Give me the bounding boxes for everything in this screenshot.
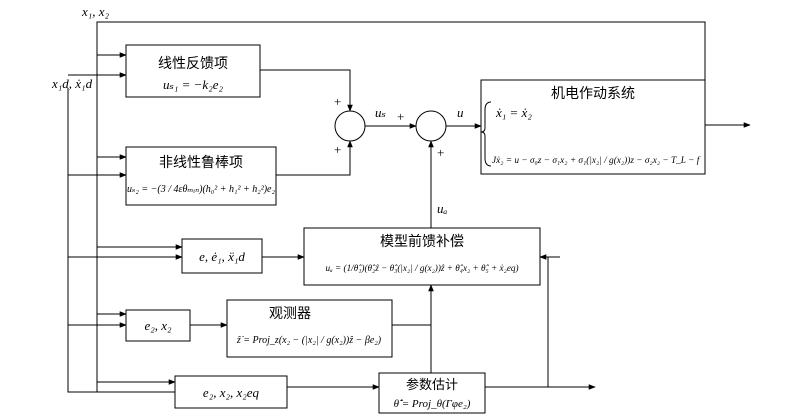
- sum2-left-sign: +: [397, 109, 404, 124]
- error-block-2: [125, 309, 191, 342]
- robust-term-title: 非线性鲁棒项: [159, 155, 243, 171]
- wire-robust-to-sum1: [276, 140, 353, 176]
- plant-block: [480, 79, 706, 175]
- model-compensation-block: [303, 227, 541, 286]
- observer-block: [226, 299, 393, 358]
- robust-term-block: [125, 146, 277, 206]
- sum1-bottom-sign: +: [334, 142, 341, 157]
- reference-signal-label: x₁d, ẋ₁d: [51, 76, 93, 91]
- error-block-1: [181, 238, 263, 274]
- feedback-line-top: [96, 21, 706, 392]
- sum2-bottom-sign: +: [437, 145, 444, 160]
- u-signal-label: u: [457, 105, 464, 120]
- summing-junction-1: [334, 110, 366, 142]
- parameter-estimation-title: 参数估计: [406, 377, 458, 393]
- plant-eq1: ẋ₁ = ẋ₂: [495, 105, 532, 120]
- model-compensation-title: 模型前馈补偿: [380, 233, 464, 250]
- plant-eq2: Jẋ₂ = u − σ₀z − σ₁x₂ + σ₁(|x₂| / g(x₂))z…: [492, 155, 701, 166]
- summing-junction-2: [415, 110, 447, 142]
- error-block-3-label: e₂, x₂, x₂eq: [203, 385, 260, 400]
- parameter-estimation-eq: θ̂̇ = Proj_θ(Γφe₂): [394, 398, 471, 410]
- robust-term-eq: uₛ₂ = −(3 / 4εθₘᵢₙ)(h₀² + h₁² + h₂²)e₂: [127, 184, 275, 195]
- linear-feedback-block: [125, 44, 261, 98]
- wire-linear-to-sum1: [260, 69, 353, 112]
- reference-bus: [67, 88, 175, 393]
- error-block-3: [174, 375, 288, 409]
- error-block-1-label: e, ė₁, ẍ₁d: [199, 249, 245, 264]
- wire-param-feedback: [547, 256, 558, 387]
- observer-title: 观测器: [269, 306, 311, 322]
- feedback-signal-label: x₁, x₂: [81, 4, 110, 19]
- sum1-top-sign: +: [334, 94, 341, 109]
- linear-feedback-eq: uₛ₁ = −k₂e₂: [163, 77, 224, 92]
- us-signal-label: uₛ: [375, 105, 386, 120]
- parameter-estimation-block: [378, 372, 486, 414]
- ua-signal-label: uₐ: [437, 201, 448, 216]
- model-compensation-eq: uₐ = (1/θ̂₁)(θ̂₂ẑ − θ̂₃(|x₂| / g(x₂))ẑ +…: [325, 263, 518, 273]
- plant-brace: [480, 101, 492, 167]
- linear-feedback-title: 线性反馈项: [158, 56, 228, 72]
- error-block-2-label: e₂, x₂: [144, 318, 172, 333]
- observer-eq: ẑ̇ = Proj_z(x₂ − (|x₂| / g(x₂))ẑ − βe₂): [236, 335, 382, 346]
- plant-title: 机电作动系统: [551, 86, 635, 102]
